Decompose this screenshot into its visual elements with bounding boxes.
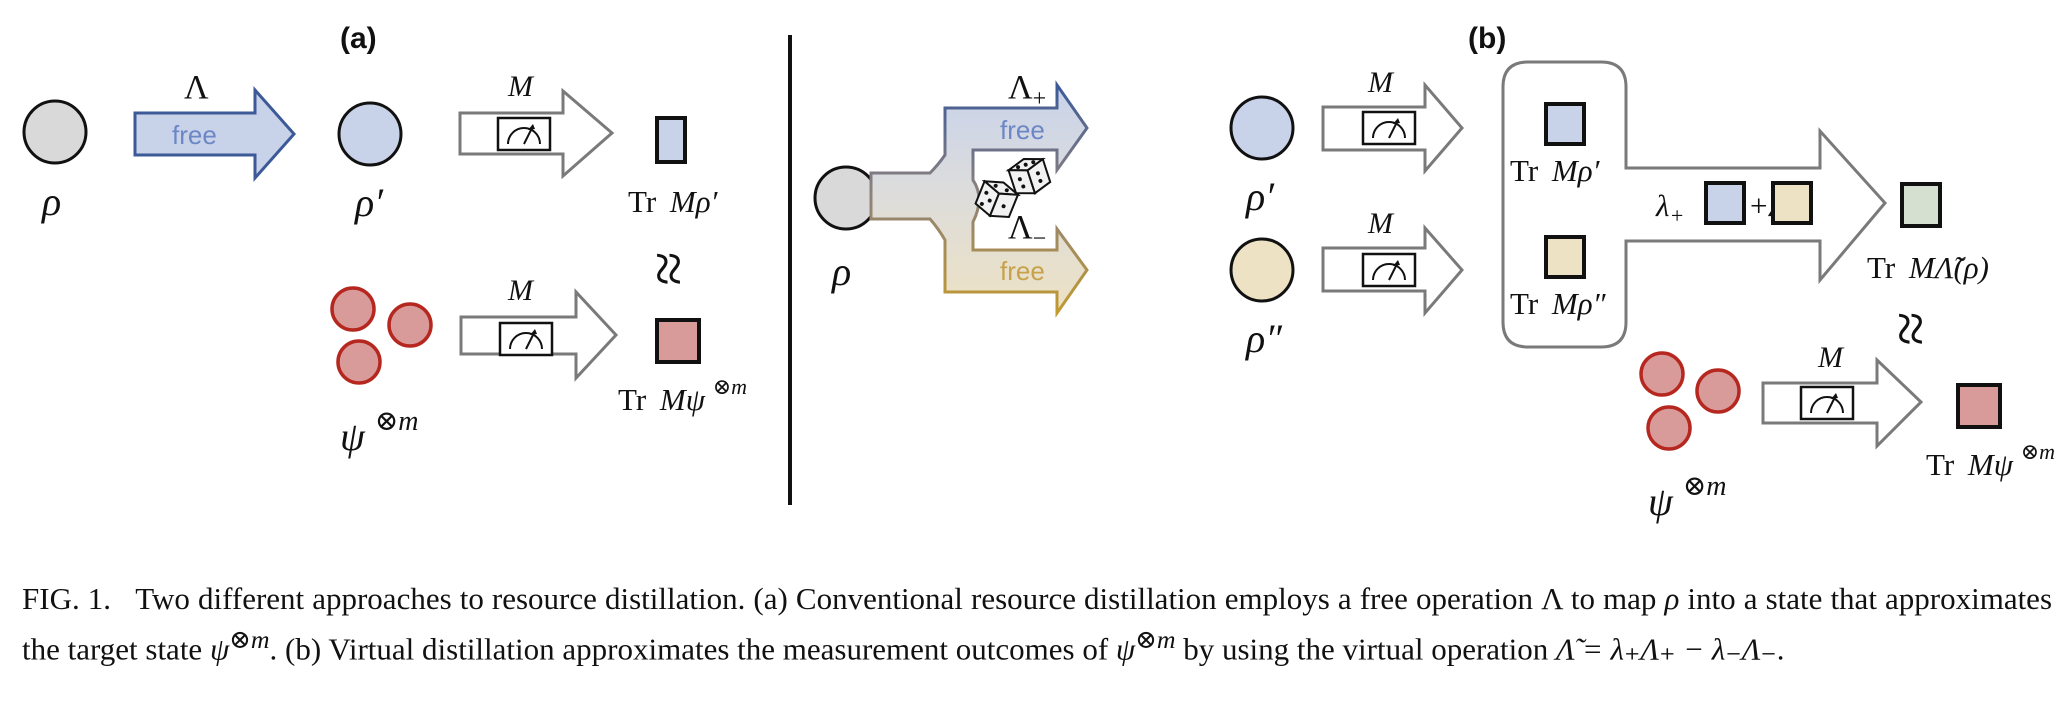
output-state-label: ρ′ (353, 180, 384, 225)
caption-end: . (1776, 631, 1785, 667)
free-minus-label: free (1000, 256, 1045, 286)
meter-icon (496, 116, 552, 152)
figure-caption: FIG. 1. Two different approaches to reso… (22, 578, 2052, 669)
target-meter-icon-b (1799, 385, 1855, 421)
virtual-result-square (1900, 182, 1942, 228)
caption-psi-1: ψ (209, 631, 230, 667)
dice-icon (974, 157, 1052, 219)
panel-b-label: (b) (1468, 22, 1506, 55)
caption-sup-2: ⊗m (1135, 625, 1176, 654)
target-state-label: ψ ⊗m (340, 406, 419, 459)
caption-text-3: . (b) Virtual distillation approximates … (269, 631, 1116, 667)
virtual-result-label: Tr MΛ̃(ρ) (1867, 250, 1989, 285)
measurement-label: M (507, 70, 535, 103)
target-result-label: Tr Mψ ⊗m (618, 374, 747, 417)
caption-formula: Λ̃ = λ₊Λ₊ − λ₋Λ₋ (1556, 631, 1777, 667)
input-state-circle-b (813, 165, 879, 231)
state-plus-label: ρ′ (1244, 174, 1275, 219)
approx-symbol: ≈ (634, 252, 702, 286)
caption-text-4: by using the virtual operation (1175, 631, 1557, 667)
measurement-plus-label: M (1367, 66, 1395, 99)
state-minus-circle (1229, 237, 1295, 303)
target-state-circles (330, 286, 433, 385)
caption-rho: ρ (1664, 581, 1680, 616)
figure-diagram: (a) ρ Λ free ρ′ M Tr Mρ′ ≈ ψ ⊗m M Tr Mψ … (22, 22, 2055, 524)
free-operation-arrow (133, 86, 297, 182)
combination-arrow (1501, 60, 1887, 349)
caption-sup-1: ⊗m (229, 625, 270, 654)
target-state-label-b: ψ ⊗m (1648, 471, 1727, 524)
state-minus-label: ρ″ (1244, 316, 1283, 361)
caption-text-1: Two different approaches to resource dis… (135, 581, 1665, 616)
input-state-label: ρ (40, 179, 61, 224)
target-result-square (655, 318, 701, 364)
input-state-label-b: ρ (830, 249, 851, 294)
lambda-plus-label: λ+ (1655, 188, 1684, 228)
caption-psi-2: ψ (1115, 631, 1136, 667)
box-result-plus-square (1544, 102, 1586, 146)
operation-plus-label: Λ+ (1008, 69, 1046, 112)
meter-plus-icon (1361, 110, 1417, 146)
result-square (655, 116, 687, 164)
operation-minus-label: Λ− (1008, 209, 1046, 252)
combination-minus-square (1771, 181, 1813, 225)
box-result-minus-label: Tr Mρ″ (1510, 286, 1607, 321)
free-plus-label: free (1000, 115, 1045, 145)
target-meter-icon (498, 321, 554, 357)
meter-minus-icon (1361, 252, 1417, 288)
box-result-minus-square (1544, 235, 1586, 279)
target-measurement-label: M (507, 274, 535, 307)
target-measurement-label-b: M (1817, 341, 1845, 374)
approx-symbol-b: ≈ (1876, 312, 1944, 346)
target-state-circles-b (1639, 351, 1741, 451)
caption-text-2: into a state that approximates the targe… (22, 581, 2053, 667)
output-state-circle (337, 101, 403, 167)
box-result-plus-label: Tr Mρ′ (1510, 153, 1601, 188)
state-plus-circle (1229, 95, 1295, 161)
free-label: free (172, 120, 217, 150)
measurement-minus-label: M (1367, 207, 1395, 240)
result-label: Tr Mρ′ (628, 184, 719, 219)
free-operation-label: Λ (184, 69, 209, 106)
combination-plus-square (1704, 181, 1746, 225)
input-state-circle (22, 99, 88, 165)
caption-fig-label: FIG. 1. (22, 581, 112, 616)
target-result-square-b (1956, 383, 2002, 429)
panel-a-label: (a) (340, 22, 377, 55)
target-result-label-b: Tr Mψ ⊗m (1926, 439, 2055, 482)
